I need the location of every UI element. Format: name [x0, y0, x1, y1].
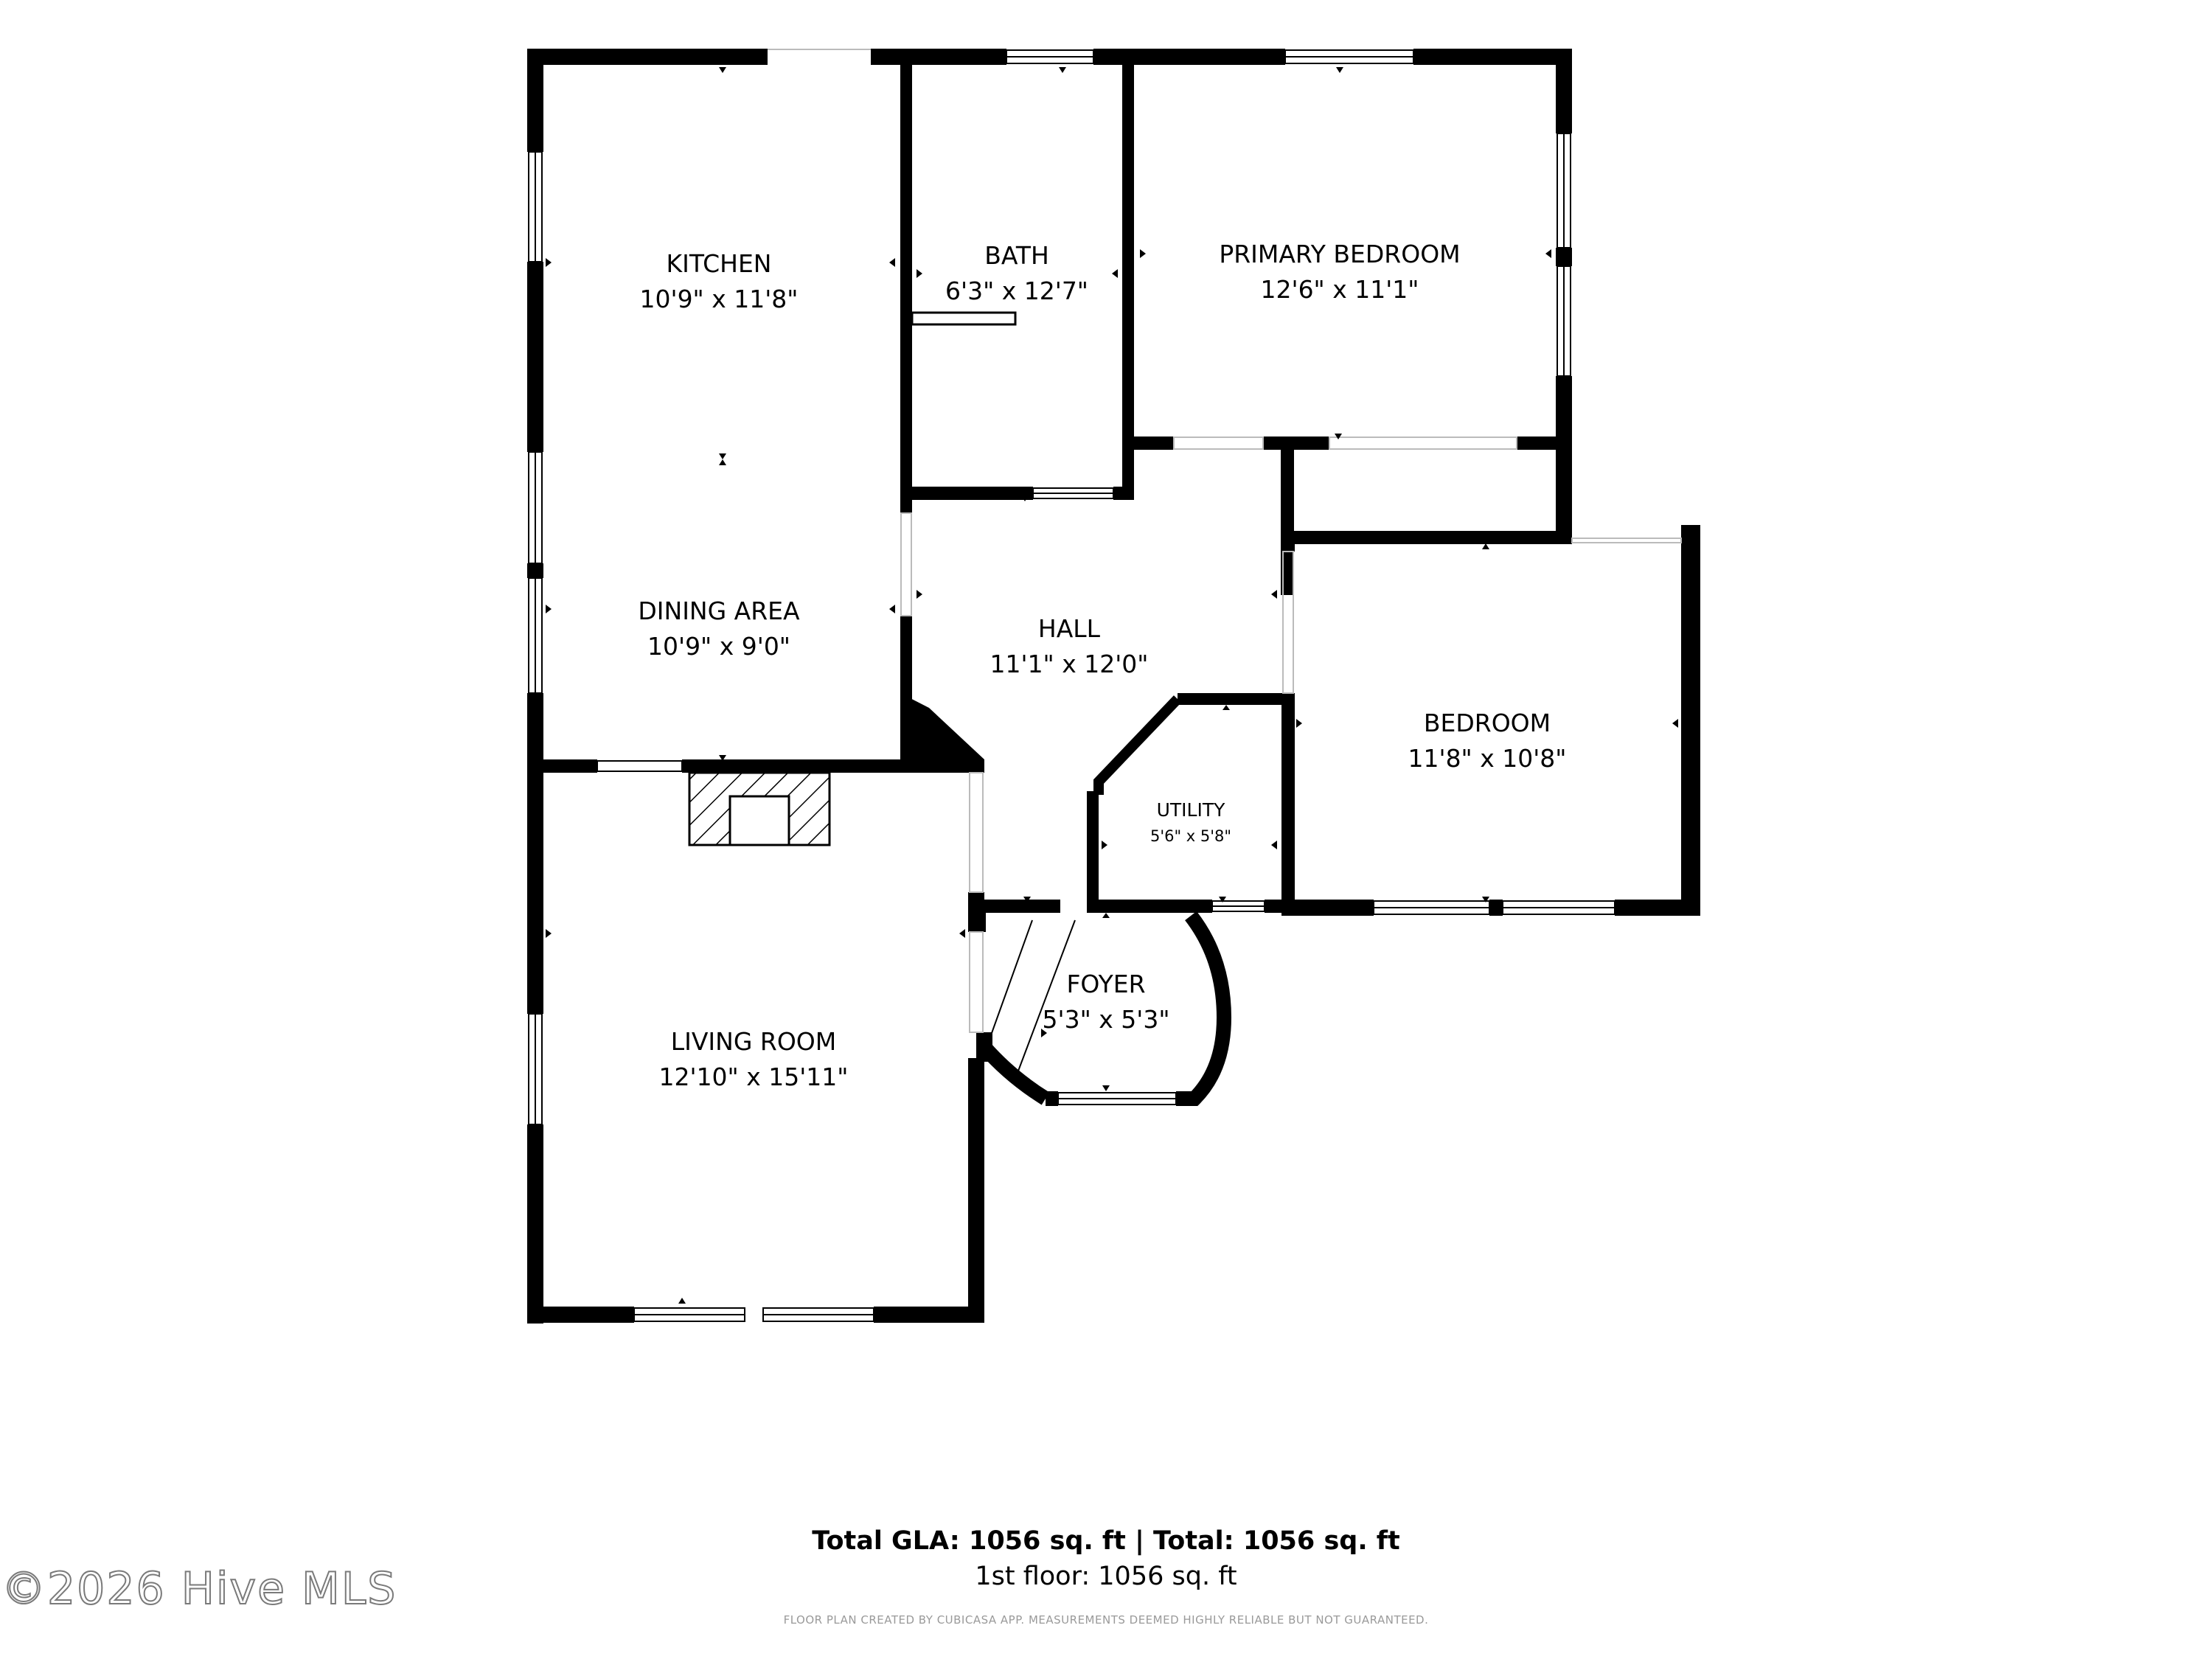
- bath-label: BATH: [984, 241, 1049, 270]
- utility-dimensions: 5'6" x 5'8": [1150, 827, 1231, 845]
- angled-walls: [976, 694, 1232, 1106]
- bedroom-dimensions: 11'8" x 10'8": [1408, 744, 1567, 773]
- hall-dimensions: 11'1" x 12'0": [990, 650, 1149, 678]
- windows: [528, 49, 1615, 1322]
- primary-bedroom-label: PRIMARY BEDROOM: [1219, 240, 1460, 268]
- watermark: ©2026 Hive MLS: [1, 1562, 397, 1615]
- disclaimer: FLOOR PLAN CREATED BY CUBICASA APP. MEAS…: [783, 1613, 1429, 1627]
- dining-area-label: DINING AREA: [638, 597, 800, 625]
- dimension-markers: [546, 67, 1678, 1304]
- kitchen-label: KITCHEN: [667, 249, 772, 278]
- dining-area-dimensions: 10'9" x 9'0": [647, 632, 790, 661]
- primary-bedroom-dimensions: 12'6" x 11'1": [1261, 275, 1419, 304]
- utility-label: UTILITY: [1157, 799, 1226, 821]
- bath-vanity: [911, 311, 1017, 326]
- bath-dimensions: 6'3" x 12'7": [945, 276, 1088, 305]
- kitchen-dimensions: 10'9" x 11'8": [640, 285, 799, 313]
- floor-area: 1st floor: 1056 sq. ft: [975, 1562, 1237, 1591]
- openings: [768, 49, 1682, 1033]
- fireplace-icon: [688, 771, 831, 846]
- living-room-dimensions: 12'10" x 15'11": [659, 1062, 849, 1091]
- bedroom-label: BEDROOM: [1424, 709, 1551, 737]
- foyer-label: FOYER: [1066, 970, 1145, 998]
- walls: [527, 49, 1700, 1324]
- stair-lines: [987, 919, 1076, 1074]
- living-room-label: LIVING ROOM: [671, 1027, 837, 1056]
- hall-label: HALL: [1038, 614, 1101, 643]
- foyer-dimensions: 5'3" x 5'3": [1043, 1005, 1170, 1034]
- total-area: Total GLA: 1056 sq. ft | Total: 1056 sq.…: [812, 1526, 1400, 1556]
